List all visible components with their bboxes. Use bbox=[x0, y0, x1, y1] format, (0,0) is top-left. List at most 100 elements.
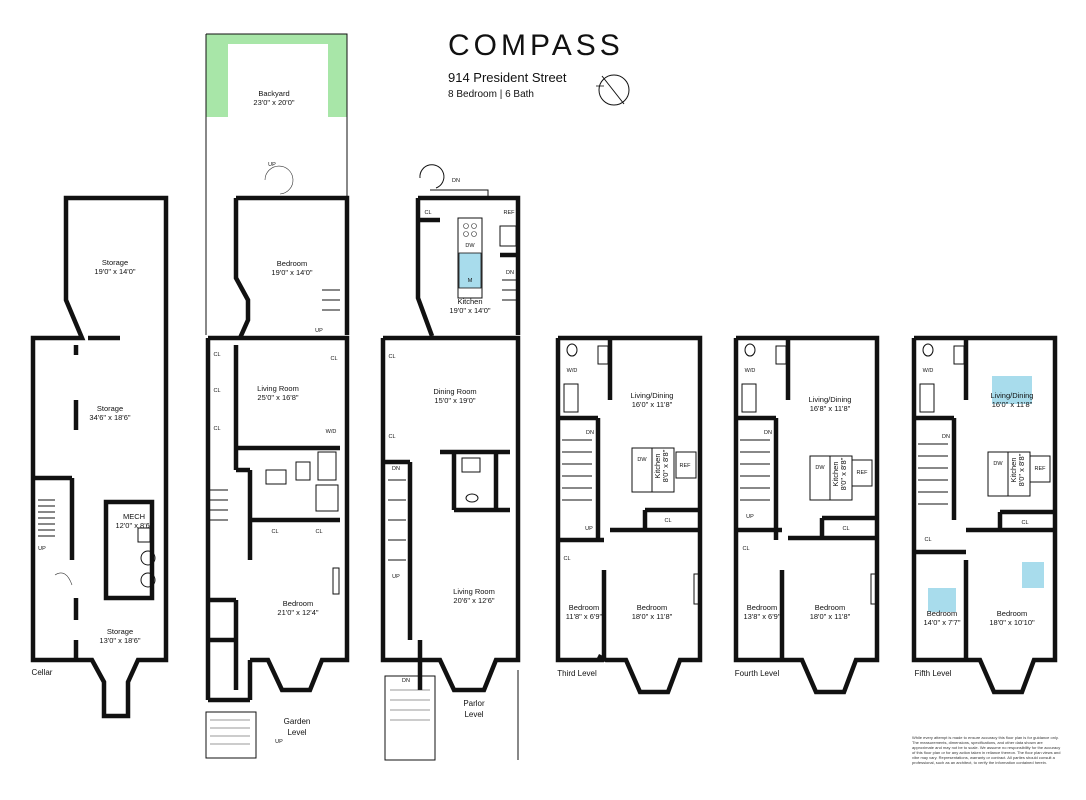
room-name: Kitchen bbox=[1009, 457, 1018, 482]
room-dim: 21'0" x 12'4" bbox=[277, 608, 318, 617]
fixture-label: DN bbox=[402, 678, 410, 684]
fixture-label: DN bbox=[506, 270, 514, 276]
room-dim: 18'0" x 11'8" bbox=[810, 612, 851, 621]
fixture-label: W/D bbox=[923, 368, 934, 374]
listing-summary: 8 Bedroom | 6 Bath bbox=[448, 89, 534, 100]
fixture-label: UP bbox=[746, 514, 754, 520]
level-label-third: Third Level bbox=[557, 669, 597, 678]
room-dim: 13'8" x 6'9" bbox=[744, 612, 781, 621]
room-dim: 14'0" x 7'7" bbox=[924, 618, 961, 627]
room-dim: 16'8" x 11'8" bbox=[810, 404, 851, 413]
room-dim: 19'0" x 14'0" bbox=[449, 306, 490, 315]
room-dim: 18'0" x 10'10" bbox=[989, 618, 1035, 627]
room-dim: 20'6" x 12'6" bbox=[453, 596, 494, 605]
brand-logo: COMPASS bbox=[448, 29, 624, 62]
fixture-label: CL bbox=[424, 210, 431, 216]
fixture-label: REF bbox=[857, 470, 869, 476]
fixture-label: REF bbox=[680, 463, 692, 469]
garden-plan bbox=[205, 33, 350, 759]
room-dim: 8'0" x 8'8" bbox=[839, 457, 848, 490]
fourth-level-plan bbox=[733, 335, 880, 695]
room-name: Bedroom bbox=[997, 609, 1027, 618]
north-compass-icon bbox=[596, 74, 630, 106]
listing-address: 914 President Street bbox=[448, 70, 567, 85]
fixture-label: CL bbox=[213, 426, 220, 432]
room-dim: 18'0" x 11'8" bbox=[632, 612, 673, 621]
room-name: Storage bbox=[107, 627, 133, 636]
room-name: Bedroom bbox=[283, 599, 313, 608]
room-name: Bedroom bbox=[927, 609, 957, 618]
fixture-label: CL bbox=[742, 546, 749, 552]
room-name: Living/Dining bbox=[809, 395, 852, 404]
level-label-garden: Garden bbox=[284, 717, 311, 726]
room-name: Backyard bbox=[258, 89, 289, 98]
fixture-label: W/D bbox=[326, 429, 337, 435]
level-label-parlor: Level bbox=[464, 710, 483, 719]
fixture-label: REF bbox=[1035, 466, 1047, 472]
listing-header: COMPASS 914 President Street 8 Bedroom |… bbox=[448, 29, 648, 101]
fixture-label: DN bbox=[392, 466, 400, 472]
room-dim: 15'0" x 19'0" bbox=[434, 396, 475, 405]
cellar-plan bbox=[30, 195, 169, 719]
room-name: Storage bbox=[97, 404, 123, 413]
room-name: Kitchen bbox=[831, 461, 840, 486]
fixture-label: UP bbox=[268, 162, 276, 168]
room-name: Kitchen bbox=[457, 297, 482, 306]
level-label-fifth: Fifth Level bbox=[915, 669, 952, 678]
room-dim: 16'0" x 11'8" bbox=[992, 400, 1033, 409]
fixture-label: DN bbox=[452, 178, 460, 184]
level-label-garden: Level bbox=[287, 728, 306, 737]
room-name: Living Room bbox=[257, 384, 299, 393]
room-name: Bedroom bbox=[747, 603, 777, 612]
fixture-label: DW bbox=[465, 243, 475, 249]
room-name: Bedroom bbox=[637, 603, 667, 612]
room-dim: 12'0" x 8'6" bbox=[116, 521, 153, 530]
room-name: Storage bbox=[102, 258, 128, 267]
fixture-label: DW bbox=[815, 465, 825, 471]
fixture-label: CL bbox=[388, 354, 395, 360]
level-label-cellar: Cellar bbox=[32, 668, 53, 677]
room-dim: 23'0" x 20'0" bbox=[253, 98, 294, 107]
fixture-label: CL bbox=[924, 537, 931, 543]
room-name: Kitchen bbox=[653, 453, 662, 478]
fixture-label: CL bbox=[213, 388, 220, 394]
fixture-label: UP bbox=[585, 526, 593, 532]
level-label-parlor: Parlor bbox=[463, 699, 485, 708]
room-dim: 8'0" x 8'8" bbox=[1017, 453, 1026, 486]
third-level-plan bbox=[555, 335, 703, 695]
room-name: Bedroom bbox=[277, 259, 307, 268]
fixture-label: DN bbox=[942, 434, 950, 440]
fixture-label: UP bbox=[392, 574, 400, 580]
fixture-label: REF bbox=[504, 210, 516, 216]
fifth-level-plan bbox=[911, 335, 1058, 695]
fixture-label: DN bbox=[586, 430, 594, 436]
room-name: Living Room bbox=[453, 587, 495, 596]
fixture-label: CL bbox=[388, 434, 395, 440]
fixture-label: CL bbox=[213, 352, 220, 358]
fixture-label: W/D bbox=[745, 368, 756, 374]
room-name: MECH bbox=[123, 512, 145, 521]
room-dim: 8'0" x 8'8" bbox=[661, 449, 670, 482]
room-dim: 19'0" x 14'0" bbox=[94, 267, 135, 276]
fixture-label: CL bbox=[330, 356, 337, 362]
level-label-fourth: Fourth Level bbox=[735, 669, 780, 678]
fixture-label: CL bbox=[664, 518, 671, 524]
disclaimer-text: While every attempt is made to ensure ac… bbox=[912, 735, 1061, 765]
room-dim: 19'0" x 14'0" bbox=[271, 268, 312, 277]
room-dim: 13'0" x 18'6" bbox=[99, 636, 140, 645]
fixture-label: W/D bbox=[567, 368, 578, 374]
fixture-label: CL bbox=[842, 526, 849, 532]
fixture-label: CL bbox=[563, 556, 570, 562]
fixture-label: UP bbox=[315, 328, 323, 334]
fixture-label: DW bbox=[993, 461, 1003, 467]
room-dim: 25'0" x 16'8" bbox=[257, 393, 298, 402]
room-dim: 16'0" x 11'8" bbox=[632, 400, 673, 409]
room-name: Bedroom bbox=[815, 603, 845, 612]
room-dim: 11'8" x 6'9" bbox=[566, 612, 603, 621]
fixture-label: CL bbox=[1021, 520, 1028, 526]
fixture-label: CL bbox=[315, 529, 322, 535]
fixture-label: DN bbox=[764, 430, 772, 436]
room-name: Living/Dining bbox=[991, 391, 1034, 400]
fixture-label: UP bbox=[38, 546, 46, 552]
